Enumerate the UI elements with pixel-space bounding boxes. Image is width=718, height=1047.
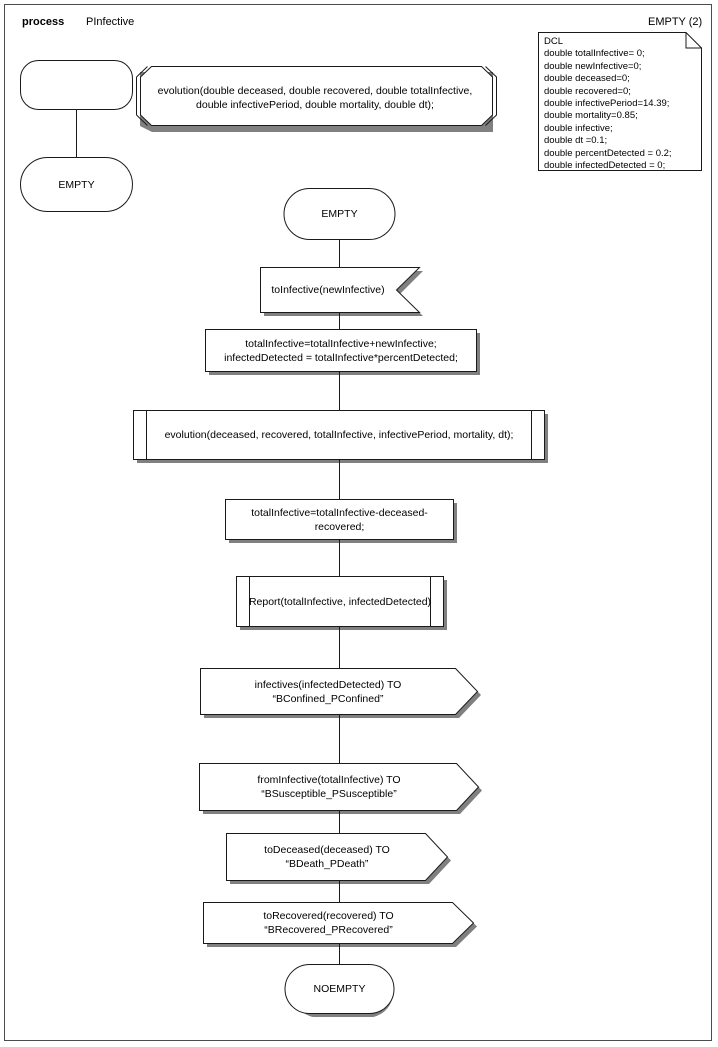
connector-start-to-empty [76, 110, 77, 157]
procedure-call-report: Report(totalInfective, infectedDetected) [236, 576, 447, 630]
procedure-declaration: evolution(double deceased, double recove… [136, 66, 497, 132]
declaration-note: DCL double totalInfective= 0; double new… [538, 32, 702, 171]
connector-7 [339, 715, 340, 763]
task-accumulate: totalInfective=totalInfective+newInfecti… [205, 329, 480, 375]
output-from-infective: fromInfective(totalInfective) TO “BSusce… [199, 763, 482, 814]
connector-4 [339, 460, 340, 499]
state-empty-initial: EMPTY [20, 157, 133, 212]
diagram-frame [4, 4, 712, 1041]
connector-10 [339, 944, 340, 964]
start-symbol [20, 60, 133, 110]
procedure-call-evolution: evolution(deceased, recovered, totalInfe… [133, 410, 548, 463]
page-label: EMPTY (2) [648, 16, 703, 28]
header-keyword: process [22, 16, 65, 28]
state-empty: EMPTY [283, 188, 396, 240]
connector-2 [339, 313, 340, 329]
input-to-infective: toInfective(newInfective) [260, 267, 423, 316]
connector-5 [339, 540, 340, 576]
connector-6 [339, 627, 340, 668]
connector-8 [339, 811, 340, 833]
connector-3 [339, 372, 340, 410]
connector-1 [339, 240, 340, 267]
connector-9 [339, 881, 340, 902]
output-to-deceased: toDeceased(deceased) TO “BDeath_PDeath” [226, 833, 451, 884]
header-process-name: PInfective [86, 16, 135, 28]
state-noempty: NOEMPTY [283, 964, 396, 1017]
output-to-recovered: toRecovered(recovered) TO “BRecovered_PR… [203, 902, 477, 947]
task-subtract: totalInfective=totalInfective-deceased-r… [225, 499, 457, 543]
output-infectives: infectives(infectedDetected) TO “BConfin… [200, 668, 481, 718]
